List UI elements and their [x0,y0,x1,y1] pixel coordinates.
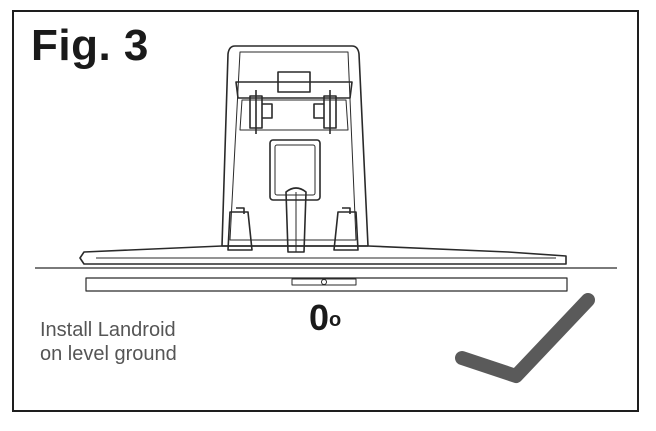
mower-body [221,45,369,247]
figure-caption: Install Landroid on level ground [40,318,177,366]
level-bar [85,277,568,292]
check-mark-icon [455,293,595,383]
caption-line-1: Install Landroid [40,319,176,341]
angle-value: 0 [309,297,330,338]
level-bubble [321,279,327,285]
caption-line-2: on level ground [40,343,177,365]
angle-unit: o [329,309,342,331]
mower-base [79,245,567,265]
figure-title: Fig. 3 [31,21,149,70]
figure-frame [12,10,639,412]
angle-label: 0o [309,300,341,336]
